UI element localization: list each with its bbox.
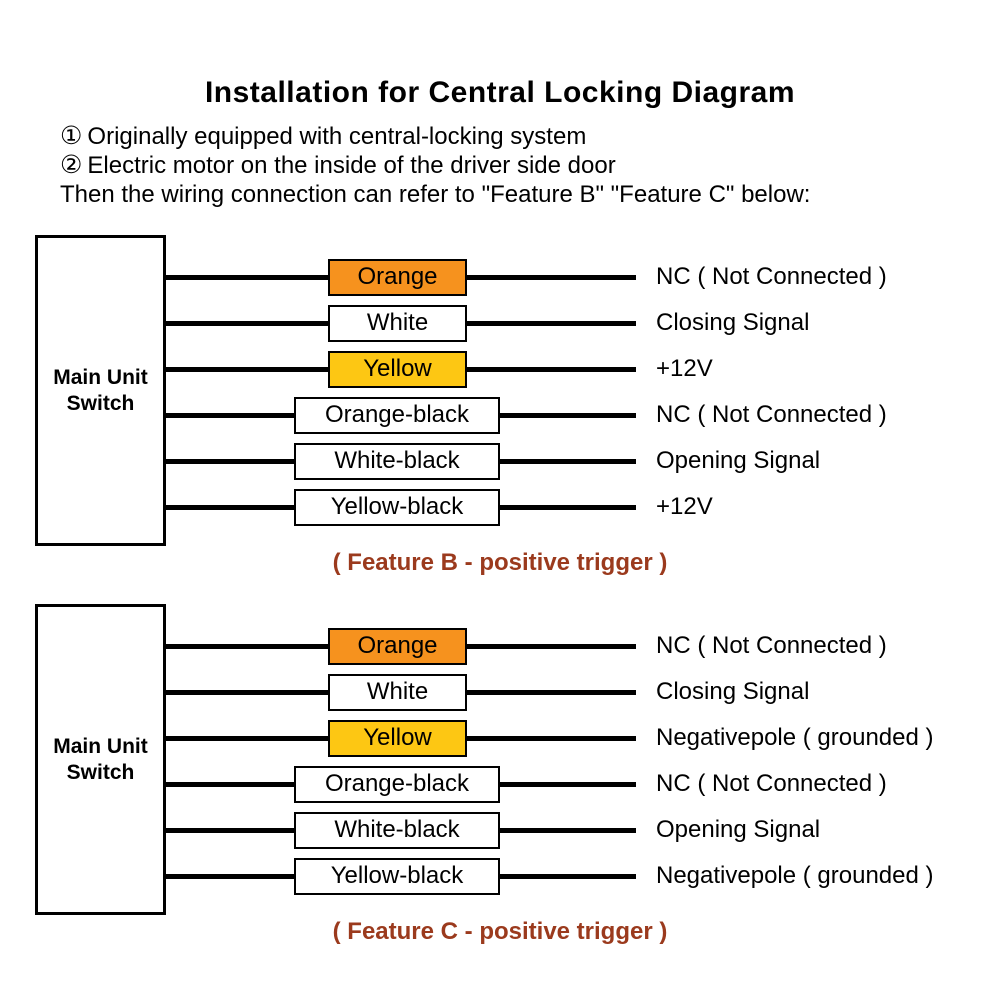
wire-target-label-white: Closing Signal: [656, 678, 810, 705]
intro-line: Then the wiring connection can refer to …: [60, 181, 811, 208]
main-unit-switch-box: Main Unit Switch: [35, 235, 166, 546]
wire-target-label-yellow: +12V: [656, 355, 713, 382]
feature-c-caption: ( Feature C - positive trigger ): [332, 918, 668, 945]
wire-target-label-orange-black: NC ( Not Connected ): [656, 770, 887, 797]
wire-color-tag-white-black: White-black: [294, 443, 500, 480]
main-unit-switch-box: Main Unit Switch: [35, 604, 166, 915]
note-2-text: Electric motor on the inside of the driv…: [87, 152, 616, 179]
wire-color-tag-yellow-black: Yellow-black: [294, 858, 500, 895]
feature-c-diagram: Main Unit Switch Orange NC ( Not Connecte…: [0, 604, 1000, 964]
wire-target-label-white-black: Opening Signal: [656, 816, 821, 843]
wire-color-tag-yellow-black: Yellow-black: [294, 489, 500, 526]
wire-target-label-yellow-black: Negativepole ( grounded ): [656, 862, 934, 889]
wire-color-tag-yellow: Yellow: [328, 351, 467, 388]
note-1-text: Originally equipped with central-locking…: [87, 123, 587, 150]
wire-color-tag-white: White: [328, 305, 467, 342]
page-title: Installation for Central Locking Diagram: [204, 76, 796, 109]
wire-target-label-yellow-black: +12V: [656, 493, 713, 520]
wire-color-tag-white: White: [328, 674, 467, 711]
main-unit-switch-label: Main Unit Switch: [53, 365, 148, 415]
wire-target-label-orange: NC ( Not Connected ): [656, 632, 887, 659]
wire-color-tag-orange-black: Orange-black: [294, 766, 500, 803]
wire-target-label-white: Closing Signal: [656, 309, 810, 336]
wire-color-tag-yellow: Yellow: [328, 720, 467, 757]
wire-target-label-orange-black: NC ( Not Connected ): [656, 401, 887, 428]
wire-color-tag-orange-black: Orange-black: [294, 397, 500, 434]
wire-color-tag-orange: Orange: [328, 259, 467, 296]
wire-color-tag-orange: Orange: [328, 628, 467, 665]
wire-target-label-yellow: Negativepole ( grounded ): [656, 724, 934, 751]
wire-target-label-white-black: Opening Signal: [656, 447, 821, 474]
wire-color-tag-white-black: White-black: [294, 812, 500, 849]
circled-2-glyph: ②: [60, 151, 83, 179]
wire-target-label-orange: NC ( Not Connected ): [656, 263, 887, 290]
feature-b-caption: ( Feature B - positive trigger ): [332, 549, 668, 576]
feature-b-diagram: Main Unit Switch Orange NC ( Not Connecte…: [0, 235, 1000, 595]
main-unit-switch-label: Main Unit Switch: [53, 734, 148, 784]
circled-1-glyph: ①: [60, 122, 83, 150]
